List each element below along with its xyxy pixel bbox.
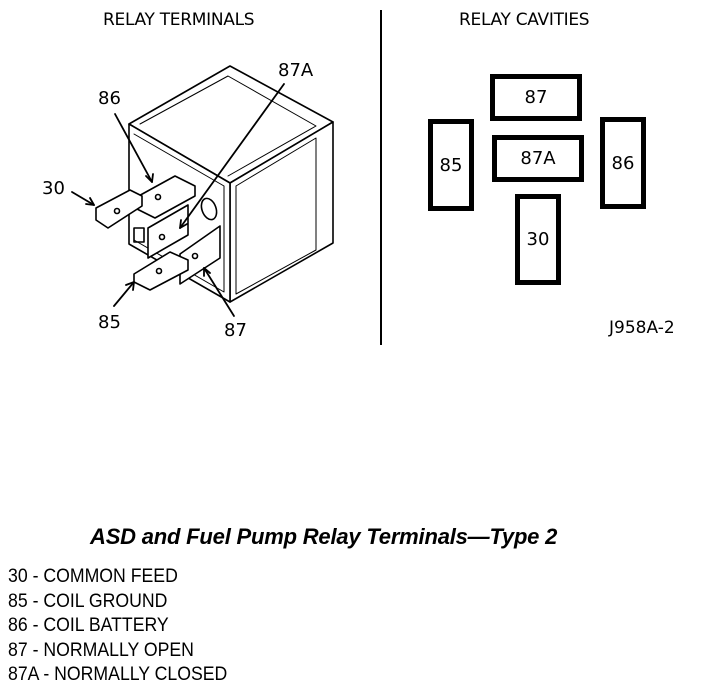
- legend-item: 30 - COMMON FEED: [8, 566, 178, 587]
- relay-cavities-title: RELAY CAVITIES: [459, 10, 590, 30]
- figure-caption: ASD and Fuel Pump Relay Terminals—Type 2: [90, 524, 558, 549]
- cavity-30: 30: [515, 194, 561, 285]
- cavity-87: 87: [490, 74, 582, 121]
- cavity-85-label: 85: [439, 154, 463, 176]
- figure-id: J958A-2: [609, 318, 675, 338]
- legend-item: 86 - COIL BATTERY: [8, 615, 169, 636]
- leader-87a: [179, 83, 285, 229]
- cavity-87-label: 87: [524, 87, 548, 108]
- legend-item: 85 - COIL GROUND: [8, 590, 168, 612]
- leader-86: [114, 113, 153, 183]
- legend-item: 87A - NORMALLY CLOSED: [8, 664, 228, 685]
- relay-illustration: [71, 65, 334, 317]
- callout-30: 30: [42, 178, 65, 199]
- relay-terminals-title: RELAY TERMINALS: [103, 10, 255, 30]
- legend-item: 87 - NORMALLY OPEN: [8, 639, 194, 661]
- cavity-30-label: 30: [526, 229, 550, 250]
- terminal-87a-blade: [147, 204, 189, 259]
- cavity-86-label: 86: [611, 152, 635, 174]
- leader-85: [113, 281, 135, 307]
- cavity-87a: 87A: [492, 135, 584, 182]
- leader-30: [71, 191, 95, 206]
- callout-87a: 87A: [278, 60, 314, 81]
- callout-85: 85: [98, 312, 121, 333]
- terminal-legend: 30 - COMMON FEED 85 - COIL GROUND 86 - C…: [8, 565, 244, 688]
- leader-87: [203, 267, 235, 317]
- callout-86: 86: [98, 88, 121, 109]
- cavity-86: 86: [600, 117, 646, 209]
- cavity-85: 85: [428, 119, 474, 211]
- callout-87: 87: [224, 320, 247, 341]
- panel-divider: [380, 10, 382, 345]
- cavity-87a-label: 87A: [520, 148, 556, 169]
